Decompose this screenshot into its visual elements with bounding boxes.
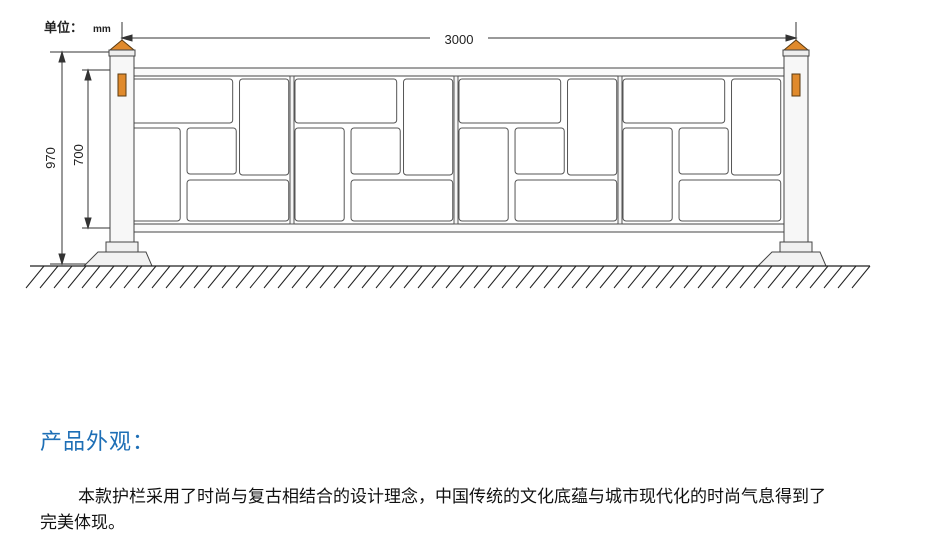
lattice-cell — [458, 78, 562, 124]
fence-elevation-drawing: 单位： mm 3000 970 700 — [25, 20, 871, 289]
lattice-cell — [130, 78, 234, 124]
lattice-cell — [350, 179, 454, 222]
lattice-cell — [731, 78, 782, 176]
lattice-cell — [186, 127, 237, 175]
lattice-cell — [458, 127, 509, 222]
lattice-cell — [567, 78, 618, 176]
panel-height-label: 700 — [71, 144, 86, 166]
lattice-cell — [239, 78, 290, 176]
lattice-cell — [678, 127, 729, 175]
lattice-cell — [514, 179, 618, 222]
left-post-cap-icon — [108, 39, 136, 51]
lattice-cell — [622, 78, 726, 124]
left-post-reflector-icon — [117, 73, 127, 97]
section-description: 本款护栏采用了时尚与复古相结合的设计理念，中国传统的文化底蕴与城市现代化的时尚气… — [40, 487, 826, 533]
lattice-cell — [294, 78, 398, 124]
unit-value: mm — [93, 24, 111, 35]
lattice-divider — [289, 75, 295, 225]
lattice-cell — [622, 127, 673, 222]
lattice-cell — [403, 78, 454, 176]
width-dimension — [120, 22, 798, 50]
total-height-dimension — [50, 50, 112, 266]
right-post-reflector-icon — [791, 73, 801, 97]
lattice-cell — [678, 179, 782, 222]
right-post-cap-icon — [782, 39, 810, 51]
lattice-cell — [186, 179, 290, 222]
lattice-cell — [514, 127, 565, 175]
right-post — [756, 39, 827, 267]
ground-line — [25, 265, 871, 289]
lattice-cell — [350, 127, 401, 175]
total-height-label: 970 — [43, 147, 58, 169]
section-title: 产品外观： — [40, 430, 156, 455]
width-dimension-label: 3000 — [445, 32, 474, 47]
lattice-divider — [453, 75, 459, 225]
unit-label: 单位： — [44, 20, 83, 35]
lattice-cell — [294, 127, 345, 222]
fence-lattice-panels — [130, 75, 782, 225]
lattice-divider — [617, 75, 623, 225]
lattice-cell — [130, 127, 181, 222]
